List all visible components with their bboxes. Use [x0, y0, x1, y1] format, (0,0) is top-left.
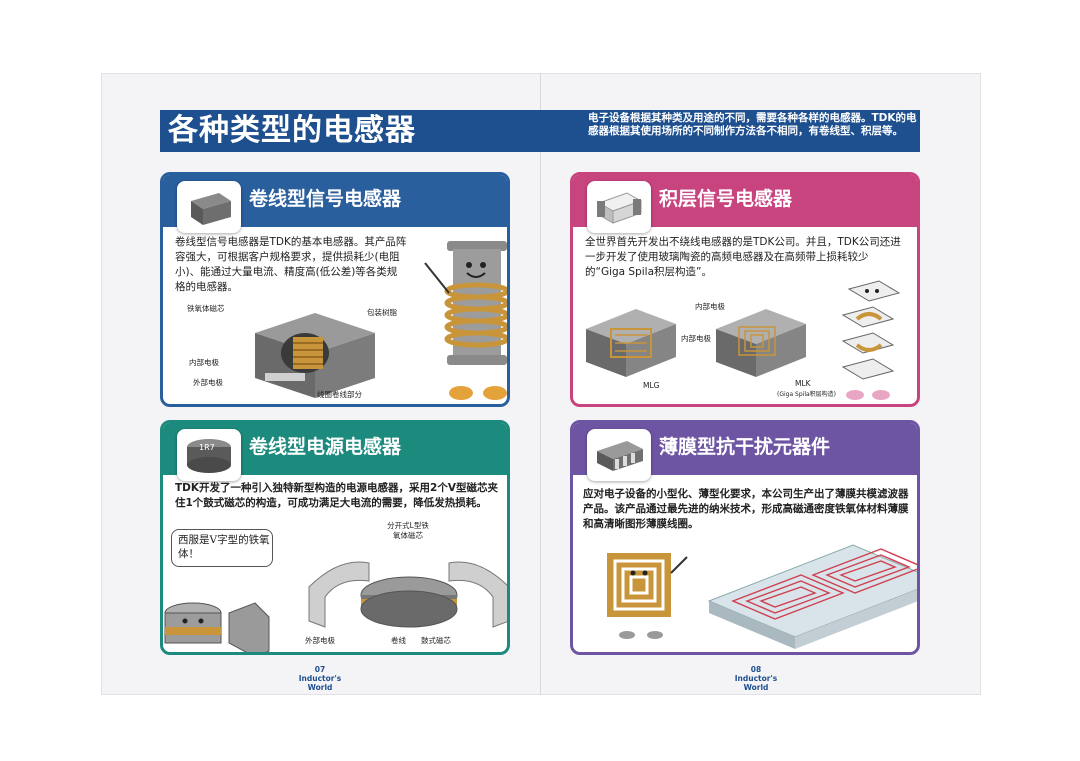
mlk-illustration [716, 309, 806, 377]
split-core-illustration [308, 561, 507, 628]
chip-thumbnail [177, 181, 241, 233]
label-mlg: MLG [643, 381, 660, 390]
speech-bubble: 西服是V字型的铁氧体！ [171, 529, 273, 567]
thin-film-filter-illustration [707, 544, 917, 649]
multilayer-chip-icon [597, 192, 643, 224]
label-internal-electrode: 内部电极 [189, 358, 219, 367]
label-external-electrode: 外部电极 [193, 378, 223, 387]
mlg-illustration [586, 309, 676, 377]
page-number-left: 07 Inductor's World [290, 665, 350, 692]
chip-thumbnail: 1R7 [177, 429, 241, 481]
label-drum-core: 鼓式磁芯 [421, 636, 451, 645]
card-text: 应对电子设备的小型化、薄型化要求，本公司生产出了薄膜共模滤波器产品。该产品通过最… [583, 488, 909, 530]
array-chip-icon [597, 441, 643, 471]
label-winding: 卷线 [391, 636, 406, 645]
power-inductor-icon: 1R7 [187, 439, 231, 473]
chip-thumbnail [587, 429, 651, 481]
card-title: 积层信号电感器 [659, 188, 793, 210]
label-resin: 包装树脂 [367, 308, 397, 317]
card-thin-film: 薄膜型抗干扰元器件 应对电子设备的小型化、薄型化要求，本公司生产出了薄膜共模滤波… [570, 420, 920, 655]
label-coil-part: 线圈卷线部分 [317, 390, 362, 399]
card-multilayer-signal: 积层信号电感器 全世界首先开发出不绕线电感器的是TDK公司。并且，TDK公司还进… [570, 172, 920, 407]
wound-inductor-illustration [255, 313, 375, 398]
page-fold [540, 73, 541, 695]
footer-brand: Inductor's World [298, 674, 342, 692]
card-title: 卷线型电源电感器 [249, 436, 402, 458]
chip-icon [191, 193, 231, 225]
title-description: 电子设备根据其种类及用途的不同，需要各种各样的电感器。TDK的电感器根据其使用场… [588, 112, 917, 137]
label-mlk: MLK [795, 379, 811, 388]
card-title: 薄膜型抗干扰元器件 [659, 436, 831, 458]
card-text: 卷线型信号电感器是TDK的基本电感器。其产品阵容强大，可根据客户规格要求，提供损… [175, 236, 407, 293]
page-number: 07 [314, 665, 326, 674]
layer-stack-mascot [841, 280, 901, 400]
title-bar [160, 110, 920, 152]
card-title: 卷线型信号电感器 [249, 188, 402, 210]
card-wound-power: 1R7 卷线型电源电感器 TDK开发了一种引入独特新型构造的电源电感器，采用2个… [160, 420, 510, 655]
page-number: 08 [750, 665, 762, 674]
label-ferrite-core: 铁氧体磁芯 [187, 304, 225, 313]
footer-brand: Inductor's World [734, 674, 778, 692]
coil-mascot-illustration [424, 241, 507, 400]
card-text: TDK开发了一种引入独特新型构造的电源电感器，采用2个V型磁芯夹住1个鼓式磁芯的… [175, 482, 498, 509]
label-internal-electrode: 内部电极 [695, 302, 725, 311]
page-number-right: 08 Inductor's World [726, 665, 786, 692]
power-mascot-illustration [164, 602, 270, 652]
spiral-coil-mascot [607, 553, 688, 639]
card-text: 全世界首先开发出不绕线电感器的是TDK公司。并且，TDK公司还进一步开发了使用玻… [585, 236, 901, 278]
chip-marking: 1R7 [199, 443, 215, 452]
card-wound-signal: 卷线型信号电感器 卷线型信号电感器是TDK的基本电感器。其产品阵容强大，可根据客… [160, 172, 510, 407]
chip-thumbnail [587, 181, 651, 233]
label-giga-spila: (Giga Spila积层构造) [777, 391, 837, 398]
speech-text: 西服是V字型的铁氧体！ [178, 534, 270, 560]
label-internal-electrode: 内部电极 [681, 334, 711, 343]
page-title: 各种类型的电感器 [168, 113, 416, 148]
label-split-l-core: 分开式L型铁氧体磁芯 [387, 521, 429, 540]
label-external-electrode: 外部电极 [305, 636, 335, 645]
